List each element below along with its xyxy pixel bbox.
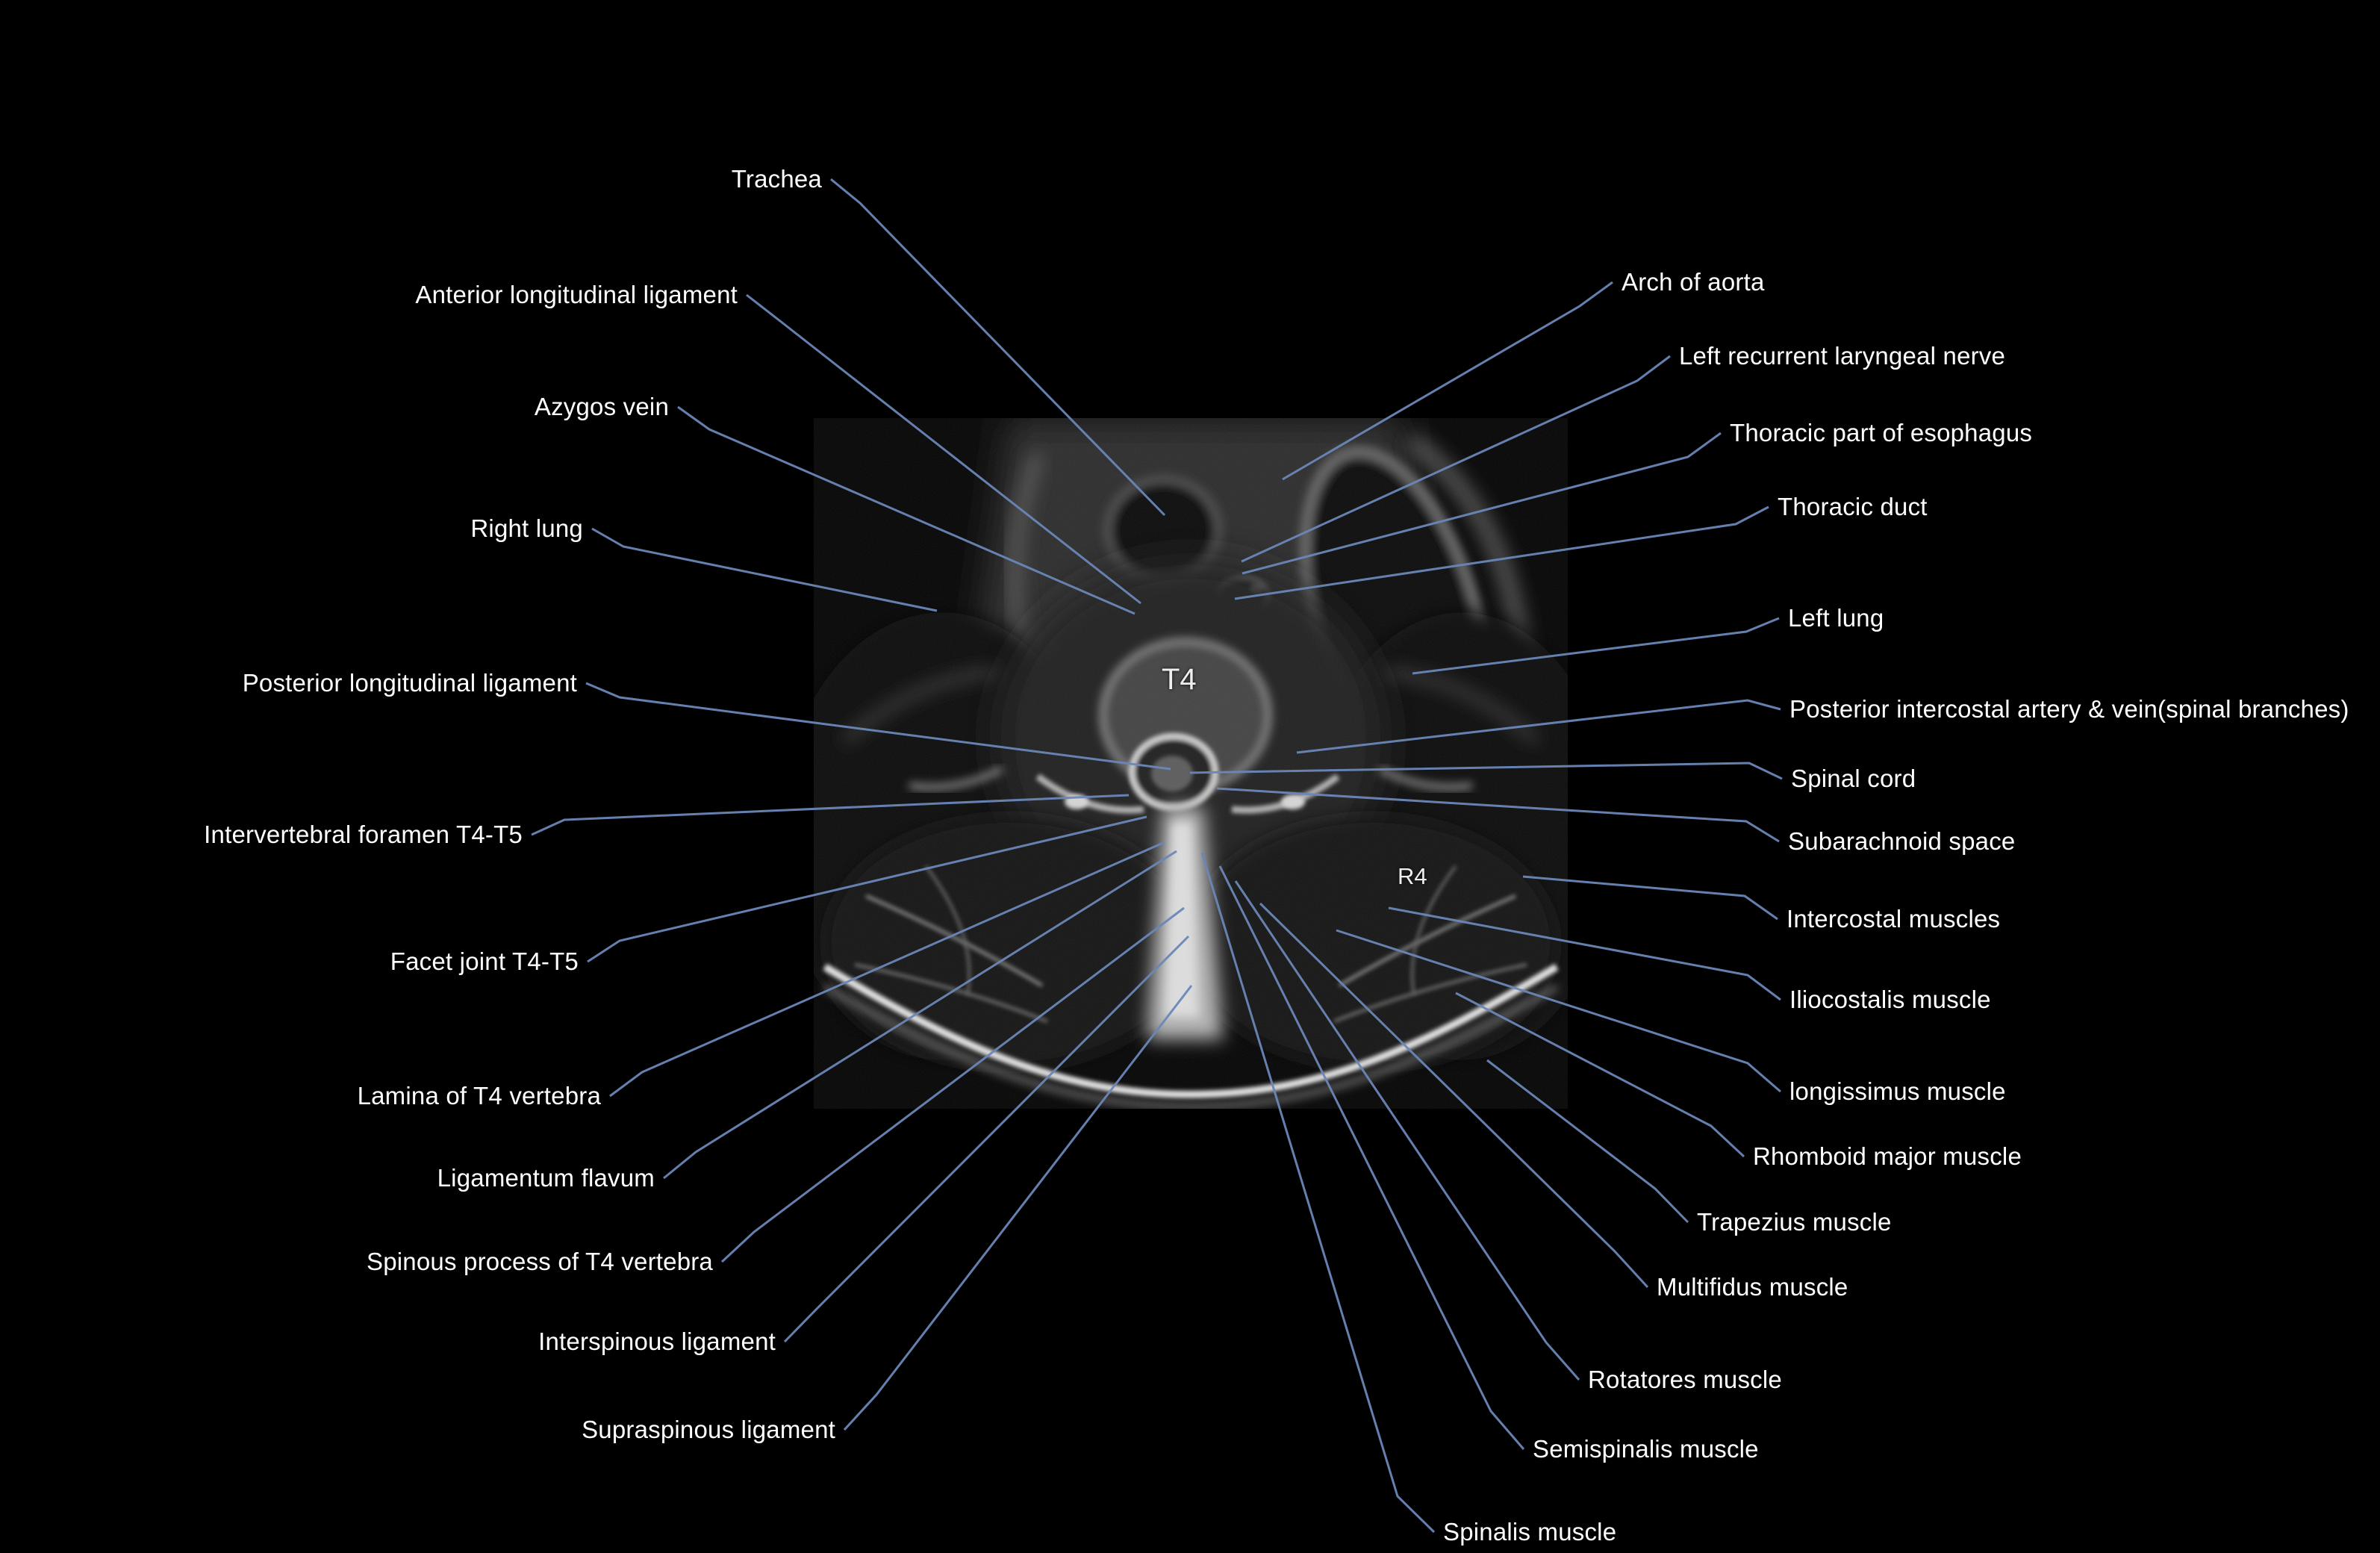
image-marker-r4: R4: [1398, 863, 1427, 889]
anatomy-label-trapezius-muscle: Trapezius muscle: [1697, 1208, 1892, 1236]
anatomy-label-spinous-process-of-t4-vertebra: Spinous process of T4 vertebra: [367, 1248, 713, 1275]
anatomy-label-spinalis-muscle: Spinalis muscle: [1443, 1518, 1617, 1546]
anatomy-label-subarachnoid-space: Subarachnoid space: [1788, 827, 2016, 855]
anatomy-label-right-lung: Right lung: [470, 514, 583, 542]
anatomy-label-intercostal-muscles: Intercostal muscles: [1786, 905, 2001, 933]
anatomy-label-thoracic-part-of-esophagus: Thoracic part of esophagus: [1730, 419, 2033, 446]
anatomy-label-rhomboid-major-muscle: Rhomboid major muscle: [1753, 1142, 2022, 1170]
anatomy-label-left-lung: Left lung: [1788, 604, 1884, 632]
anatomy-label-thoracic-duct: Thoracic duct: [1778, 493, 1928, 520]
anatomy-label-ligamentum-flavum: Ligamentum flavum: [437, 1164, 655, 1192]
anatomy-label-supraspinous-ligament: Supraspinous ligament: [582, 1416, 835, 1443]
anatomy-label-lamina-of-t4-vertebra: Lamina of T4 vertebra: [357, 1082, 601, 1109]
anatomy-label-facet-joint-t4-t5: Facet joint T4-T5: [390, 947, 579, 975]
anatomy-label-posterior-longitudinal-ligament: Posterior longitudinal ligament: [242, 669, 577, 697]
anatomy-label-multifidus-muscle: Multifidus muscle: [1657, 1273, 1848, 1301]
anatomy-label-rotatores-muscle: Rotatores muscle: [1588, 1366, 1782, 1393]
anatomy-label-left-recurrent-laryngeal-nerve: Left recurrent laryngeal nerve: [1679, 342, 2006, 370]
anatomy-label-spinal-cord: Spinal cord: [1791, 765, 1916, 792]
mri-axial-t4-image: [814, 418, 1568, 1109]
mri-noise-overlay: [814, 418, 1568, 1109]
image-marker-t4: T4: [1162, 663, 1197, 696]
anatomy-label-anterior-longitudinal-ligament: Anterior longitudinal ligament: [415, 281, 738, 308]
anatomy-label-arch-of-aorta: Arch of aorta: [1622, 268, 1765, 296]
anatomy-label-iliocostalis-muscle: Iliocostalis muscle: [1789, 986, 1991, 1013]
anatomy-label-azygos-vein: Azygos vein: [534, 393, 669, 420]
anatomy-label-posterior-intercostal-artery-vein-spinal-branches: Posterior intercostal artery & vein(spin…: [1789, 695, 2349, 723]
anatomy-label-intervertebral-foramen-t4-t5: Intervertebral foramen T4-T5: [204, 821, 523, 848]
anatomy-label-semispinalis-muscle: Semispinalis muscle: [1533, 1435, 1759, 1463]
anatomy-label-longissimus-muscle: longissimus muscle: [1789, 1077, 2006, 1105]
anatomy-label-trachea: Trachea: [731, 165, 822, 193]
anatomy-label-interspinous-ligament: Interspinous ligament: [538, 1328, 776, 1355]
